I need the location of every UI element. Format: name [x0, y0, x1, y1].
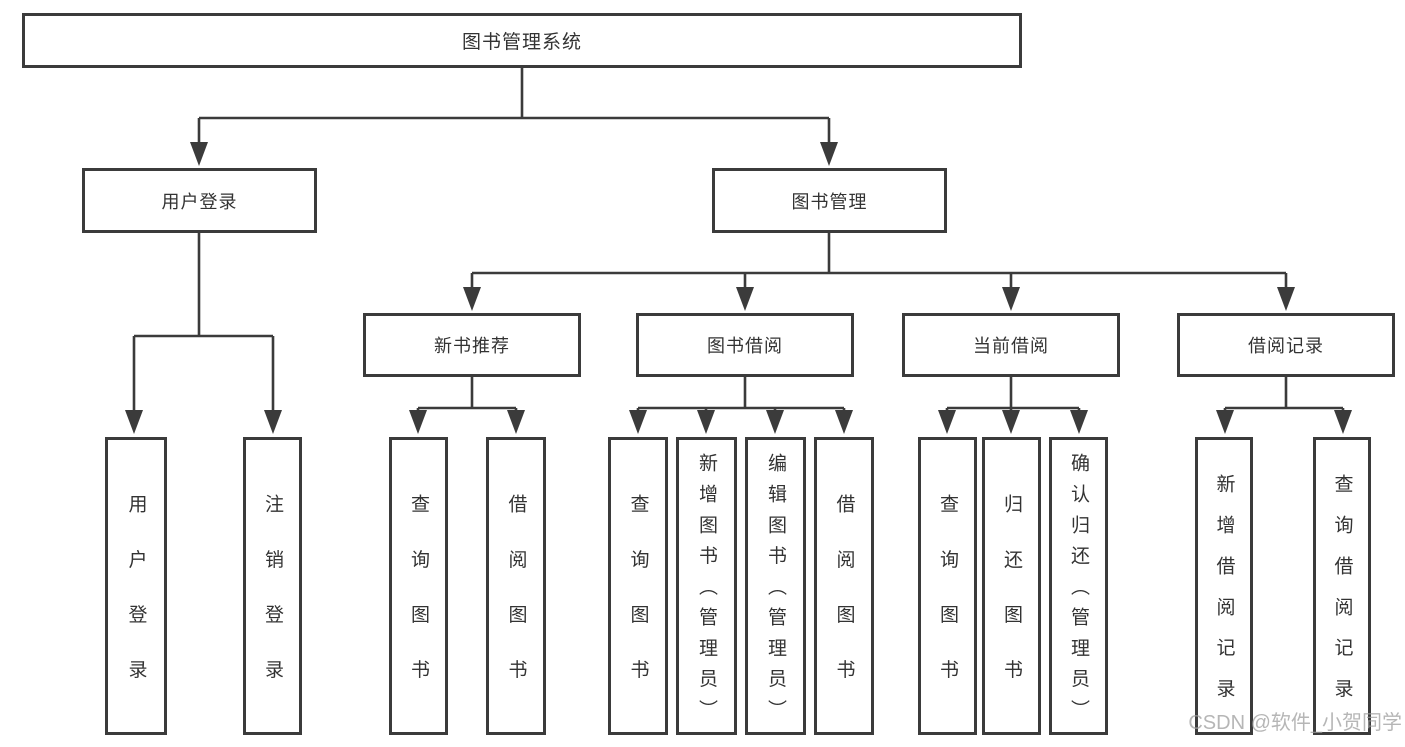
node-root-system: 图书管理系统 [22, 13, 1022, 68]
node-book-management: 图书管理 [712, 168, 947, 233]
arrowheads [125, 142, 1352, 434]
leaf-current-confirm-admin: 确认归还（管理员） [1049, 437, 1108, 735]
leaf-borrowing-borrow: 借阅图书 [814, 437, 874, 735]
leaf-logout: 注销登录 [243, 437, 302, 735]
node-new-book-recommend: 新书推荐 [363, 313, 581, 377]
leaf-current-return: 归还图书 [982, 437, 1041, 735]
connector-paths [132, 68, 1345, 412]
leaf-records-add: 新增借阅记录 [1195, 437, 1253, 735]
leaf-records-query: 查询借阅记录 [1313, 437, 1371, 735]
leaf-borrowing-query: 查询图书 [608, 437, 668, 735]
leaf-borrowing-edit-admin: 编辑图书（管理员） [745, 437, 806, 735]
node-book-borrowing: 图书借阅 [636, 313, 854, 377]
node-borrowing-records: 借阅记录 [1177, 313, 1395, 377]
leaf-newbooks-query: 查询图书 [389, 437, 448, 735]
node-current-borrowing: 当前借阅 [902, 313, 1120, 377]
leaf-user-login: 用户登录 [105, 437, 167, 735]
csdn-watermark: CSDN @软件_小贺同学 [1188, 712, 1402, 734]
node-user-login: 用户登录 [82, 168, 317, 233]
leaf-newbooks-borrow: 借阅图书 [486, 437, 546, 735]
leaf-current-query: 查询图书 [918, 437, 977, 735]
leaf-borrowing-add-admin: 新增图书（管理员） [676, 437, 737, 735]
